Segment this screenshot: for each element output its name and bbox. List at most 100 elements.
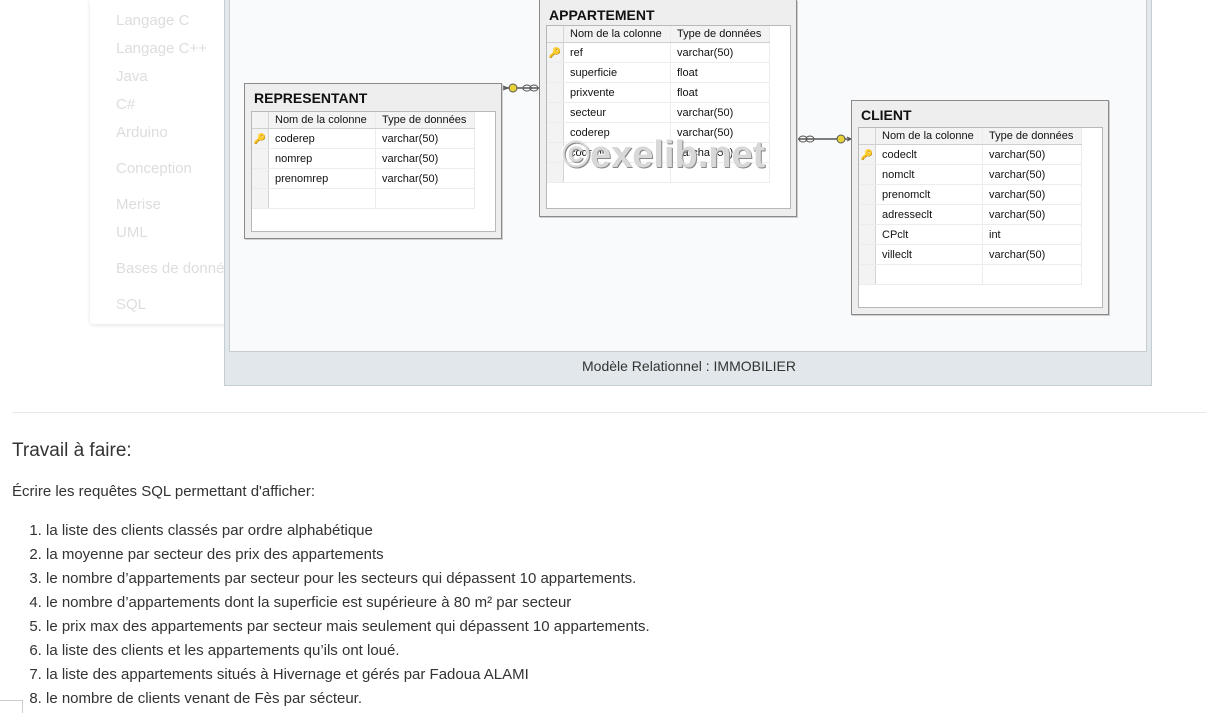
watermark: ©exelib.net: [562, 134, 766, 176]
row-selector: [547, 62, 564, 83]
column-type: varchar(50): [982, 244, 1082, 265]
list-item: le prix max des appartements par secteur…: [46, 618, 650, 642]
row-selector: [547, 162, 564, 183]
column-name: nomclt: [875, 164, 983, 185]
relationship-appartement-client: [797, 134, 853, 144]
sidebar-item-csharp[interactable]: C#: [116, 96, 136, 113]
list-item: le nombre de clients venant de Fès par s…: [46, 690, 650, 714]
column-name: codeclt: [875, 144, 983, 165]
list-item: la liste des appartements situés à Hiver…: [46, 666, 650, 690]
sidebar-item-java[interactable]: Java: [116, 68, 148, 85]
row-selector: [859, 244, 876, 265]
list-item: le nombre d’appartements dont la superfi…: [46, 594, 650, 618]
table-row[interactable]: nomclt varchar(50): [859, 164, 1082, 185]
sidebar-item-sql[interactable]: SQL: [116, 296, 147, 313]
table-row[interactable]: nomrep varchar(50): [252, 148, 475, 169]
column-grid: Nom de la colonne Type de données 🔑 ref …: [546, 25, 791, 209]
section-divider: [12, 412, 1206, 413]
task-heading: Travail à faire:: [12, 440, 132, 461]
table-row[interactable]: secteur varchar(50): [547, 102, 770, 123]
table-appartement[interactable]: APPARTEMENT Nom de la colonne Type de do…: [539, 0, 797, 217]
column-type: varchar(50): [982, 164, 1082, 185]
table-row[interactable]: codeclt varchar(50): [547, 142, 770, 163]
table-row[interactable]: 🔑 ref varchar(50): [547, 42, 770, 63]
empty-row[interactable]: [859, 264, 1082, 285]
list-item: la moyenne par secteur des prix des appa…: [46, 546, 650, 570]
sidebar-item-merise[interactable]: Merise: [116, 196, 162, 213]
table-row[interactable]: prenomclt varchar(50): [859, 184, 1082, 205]
column-name: secteur: [563, 102, 671, 123]
primary-key-icon: 🔑: [859, 144, 876, 165]
empty-row[interactable]: [547, 162, 770, 183]
grid-header-row: Nom de la colonne Type de données: [859, 128, 1082, 145]
column-type: varchar(50): [670, 122, 770, 143]
row-selector: [252, 188, 269, 209]
table-title: APPARTEMENT: [549, 7, 655, 23]
row-selector: [859, 128, 876, 145]
sidebar-item-uml[interactable]: UML: [116, 224, 148, 241]
primary-key-icon: 🔑: [252, 128, 269, 149]
sidebar-item-conception[interactable]: Conception: [116, 160, 192, 177]
sidebar-item-langage-c[interactable]: Langage C: [116, 12, 190, 29]
column-type: varchar(50): [982, 184, 1082, 205]
list-item: la liste des clients classés par ordre a…: [46, 522, 650, 546]
row-selector: [547, 142, 564, 163]
table-row[interactable]: adresseclt varchar(50): [859, 204, 1082, 225]
column-name: codeclt: [563, 142, 671, 163]
column-name: prenomrep: [268, 168, 376, 189]
row-selector: [859, 204, 876, 225]
row-selector: [859, 264, 876, 285]
column-type: float: [670, 82, 770, 103]
column-type: float: [670, 62, 770, 83]
table-row[interactable]: coderep varchar(50): [547, 122, 770, 143]
column-type: varchar(50): [982, 204, 1082, 225]
sidebar-item-arduino[interactable]: Arduino: [116, 124, 168, 141]
column-type: varchar(50): [375, 148, 475, 169]
column-type: varchar(50): [375, 168, 475, 189]
column-name: superficie: [563, 62, 671, 83]
row-selector: [859, 164, 876, 185]
column-type: varchar(50): [670, 102, 770, 123]
row-selector: [547, 102, 564, 123]
sidebar-item-bases-de-donnees[interactable]: Bases de données: [116, 260, 241, 277]
column-type-header: Type de données: [375, 112, 475, 129]
row-selector: [252, 148, 269, 169]
row-selector: [547, 122, 564, 143]
diagram-figure: REPRESENTANT Nom de la colonne Type de d…: [224, 0, 1152, 386]
column-name-header: Nom de la colonne: [268, 112, 376, 129]
figure-caption: Modèle Relationnel : IMMOBILIER: [582, 358, 796, 374]
grid-header-row: Nom de la colonne Type de données: [547, 26, 770, 43]
column-type-header: Type de données: [982, 128, 1082, 145]
empty-row[interactable]: [252, 188, 475, 209]
column-name: prenomclt: [875, 184, 983, 205]
table-row[interactable]: superficie float: [547, 62, 770, 83]
sidebar-item-langage-cpp[interactable]: Langage C++: [116, 40, 207, 57]
table-row[interactable]: prixvente float: [547, 82, 770, 103]
table-representant[interactable]: REPRESENTANT Nom de la colonne Type de d…: [244, 83, 502, 239]
row-selector: [252, 112, 269, 129]
table-row[interactable]: villeclt varchar(50): [859, 244, 1082, 265]
table-client[interactable]: CLIENT Nom de la colonne Type de données…: [851, 100, 1109, 315]
column-name: coderep: [268, 128, 376, 149]
table-row[interactable]: CPclt int: [859, 224, 1082, 245]
column-name: CPclt: [875, 224, 983, 245]
scroll-corner[interactable]: [0, 700, 23, 713]
column-name: adresseclt: [875, 204, 983, 225]
task-list: la liste des clients classés par ordre a…: [22, 522, 650, 714]
column-type: varchar(50): [670, 42, 770, 63]
column-type: int: [982, 224, 1082, 245]
table-row[interactable]: prenomrep varchar(50): [252, 168, 475, 189]
column-grid: Nom de la colonne Type de données 🔑 code…: [251, 111, 496, 232]
list-item: la liste des clients et les appartements…: [46, 642, 650, 666]
column-grid: Nom de la colonne Type de données 🔑 code…: [858, 127, 1103, 308]
relationship-representant-appartement: [501, 83, 541, 93]
table-row[interactable]: 🔑 codeclt varchar(50): [859, 144, 1082, 165]
table-row[interactable]: 🔑 coderep varchar(50): [252, 128, 475, 149]
column-name: ref: [563, 42, 671, 63]
column-type: varchar(50): [982, 144, 1082, 165]
row-selector: [547, 26, 564, 43]
table-title: REPRESENTANT: [254, 90, 368, 106]
row-selector: [859, 224, 876, 245]
primary-key-icon: 🔑: [547, 42, 564, 63]
row-selector: [547, 82, 564, 103]
